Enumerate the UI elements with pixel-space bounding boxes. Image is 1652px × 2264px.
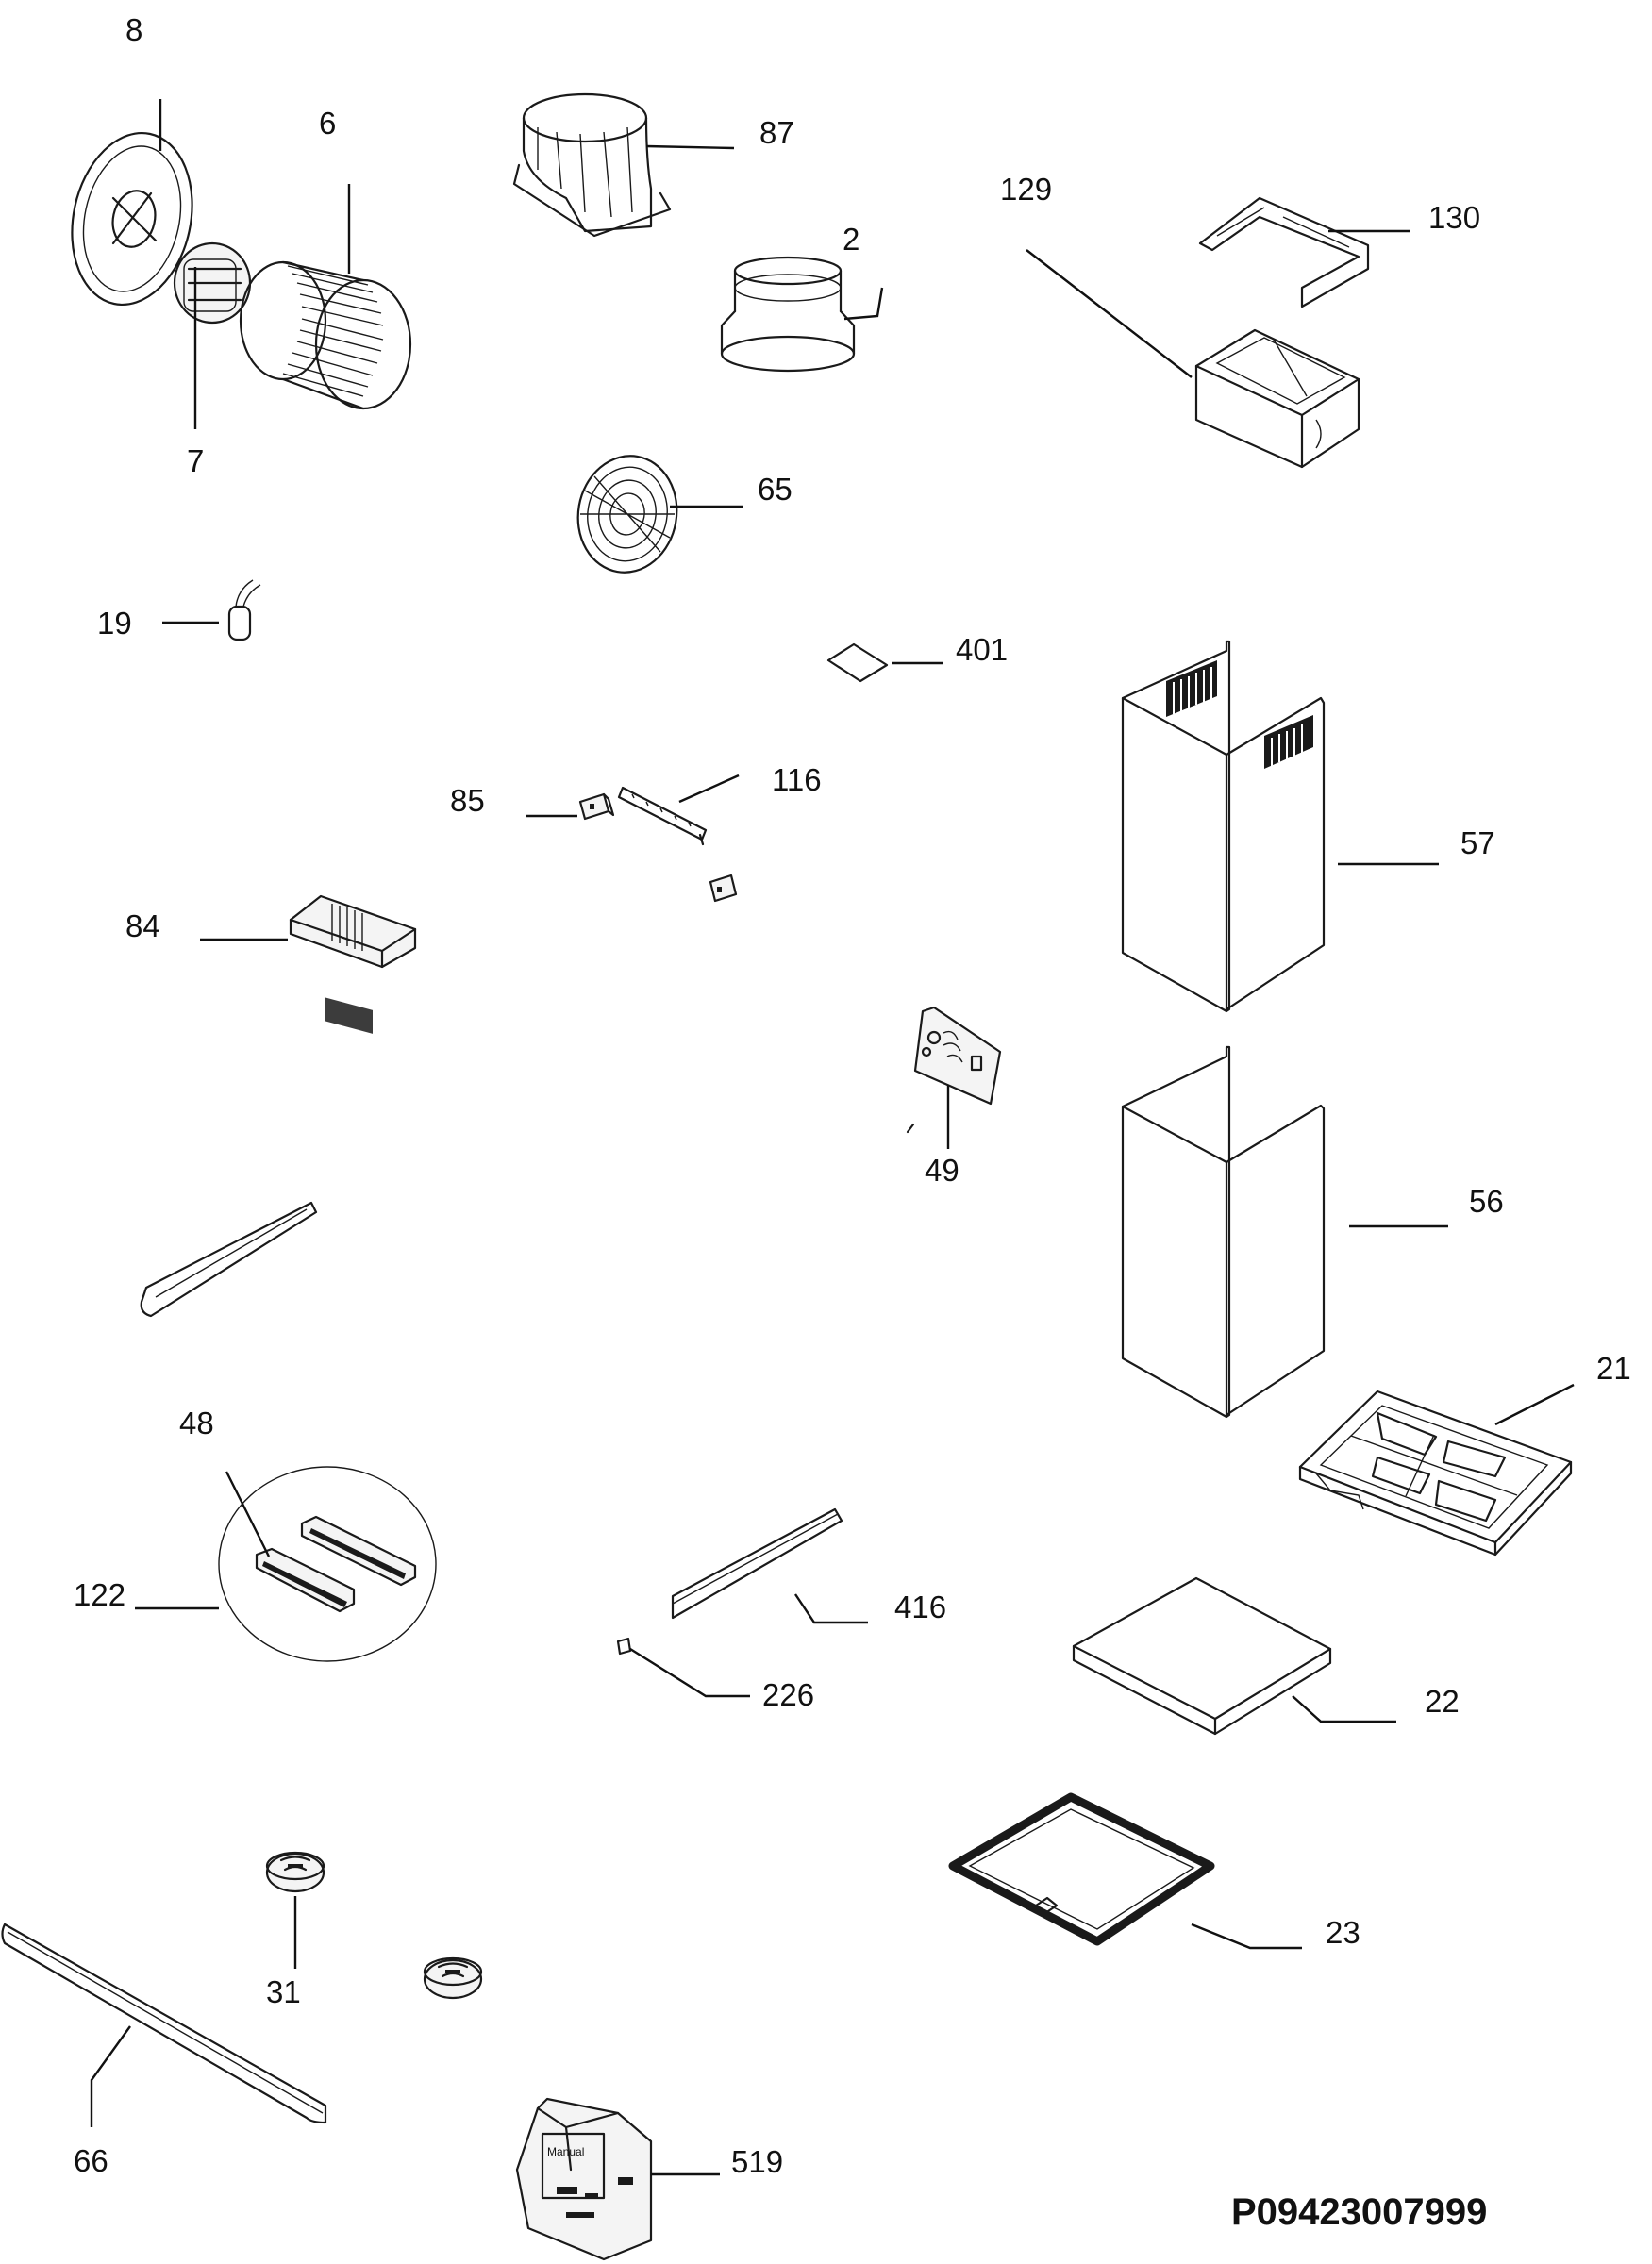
part-19-capacitor [227, 579, 261, 641]
part-22-charcoal-panel [1072, 1576, 1332, 1736]
part-57-upper-chimney [1121, 640, 1326, 1013]
reference-code: P09423007999 [1231, 2191, 1487, 2233]
left-rod [140, 1201, 318, 1318]
label-6: 6 [319, 106, 336, 141]
label-85: 85 [450, 783, 485, 818]
label-8: 8 [125, 12, 142, 47]
label-48: 48 [179, 1406, 214, 1440]
part-23-grease-filter [948, 1792, 1215, 1946]
label-56: 56 [1469, 1184, 1504, 1219]
part-85-clip [578, 792, 738, 903]
label-22: 22 [1425, 1684, 1460, 1719]
part-84-transformer [289, 894, 417, 1034]
part-130-bracket [1198, 196, 1370, 308]
label-57: 57 [1460, 825, 1495, 860]
part-401-label-card [826, 642, 889, 683]
label-19: 19 [97, 606, 132, 641]
label-21: 21 [1596, 1351, 1631, 1386]
label-31: 31 [266, 1974, 301, 2009]
part-21-filter-frame [1298, 1390, 1573, 1556]
part-116-rail [617, 786, 708, 846]
label-23: 23 [1326, 1915, 1360, 1950]
label-130: 130 [1428, 200, 1480, 235]
part-49-control-board [906, 1006, 1002, 1134]
part-129-box [1194, 328, 1360, 469]
part-31-knobs [265, 1851, 483, 2000]
bag-manual-text: Manual [547, 2145, 584, 2158]
part-87-adapter-housing [512, 92, 672, 238]
part-48-rails [255, 1515, 417, 1613]
label-65: 65 [758, 472, 793, 507]
part-7-motor [173, 241, 252, 325]
part-416-trim-strip [671, 1507, 843, 1620]
label-519: 519 [731, 2144, 783, 2179]
part-226-small-clip [616, 1637, 632, 1656]
label-7: 7 [187, 443, 204, 478]
part-56-lower-chimney [1121, 1045, 1326, 1419]
part-2-duct-connector [720, 256, 856, 373]
label-401: 401 [956, 632, 1008, 667]
label-66: 66 [74, 2143, 108, 2178]
part-519-manual-bag: Manual [515, 2097, 653, 2261]
label-2: 2 [843, 222, 859, 257]
label-84: 84 [125, 908, 160, 943]
label-122: 122 [74, 1577, 125, 1612]
part-8-motor-plate [71, 131, 193, 307]
part-65-fan-guard [576, 455, 678, 574]
part-6-blower-wheel [239, 260, 412, 410]
label-226: 226 [762, 1677, 814, 1712]
label-416: 416 [894, 1590, 946, 1624]
label-116: 116 [772, 762, 822, 797]
label-49: 49 [925, 1153, 959, 1188]
label-87: 87 [759, 115, 794, 150]
part-66-long-strip [1, 1923, 327, 2124]
label-129: 129 [1000, 172, 1052, 207]
part-122-detail-circle [218, 1466, 437, 1662]
